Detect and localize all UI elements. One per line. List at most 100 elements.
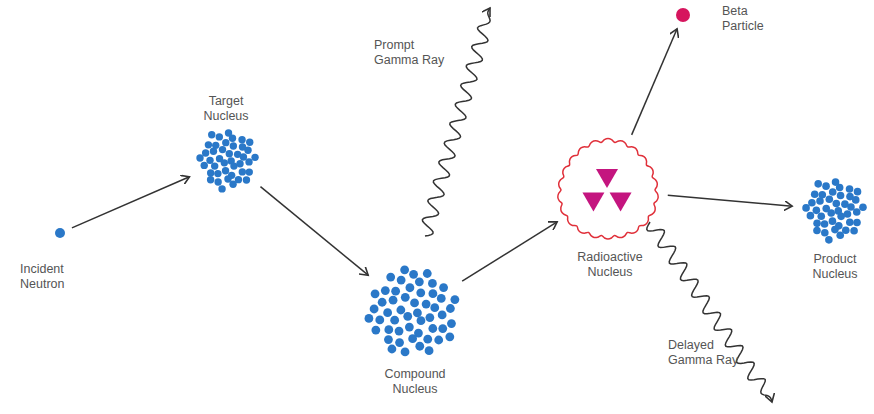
nucleon-dot xyxy=(850,227,858,235)
nucleon-dot xyxy=(852,196,860,204)
nucleon-dot xyxy=(438,311,447,320)
nucleon-dot xyxy=(430,303,439,312)
nucleon-dot xyxy=(246,139,253,146)
nucleon-dot xyxy=(846,218,854,226)
nucleon-dot xyxy=(202,149,209,156)
nucleon-dot xyxy=(207,169,214,176)
nucleon-dot xyxy=(425,313,434,322)
nucleon-dot xyxy=(240,153,247,160)
nucleon-dot xyxy=(384,325,393,334)
node-shape xyxy=(194,126,262,194)
nucleon-dot xyxy=(410,299,419,308)
nucleon-dot xyxy=(446,304,455,313)
neutron-dot: Incident Neutron xyxy=(55,228,65,238)
nucleon-dot xyxy=(401,293,410,302)
particle-dot xyxy=(55,228,65,238)
nucleon-dot xyxy=(381,286,390,295)
nucleon-dot xyxy=(386,273,395,282)
nucleon-dot xyxy=(829,188,837,196)
nucleon-dot xyxy=(859,203,867,211)
nucleon-dot xyxy=(211,162,218,169)
radioactive-nucleus: Radioactive Nucleus xyxy=(556,138,660,242)
nucleon-dot xyxy=(371,289,380,298)
nucleon-dot xyxy=(429,289,438,298)
nucleon-dot xyxy=(836,231,844,239)
node-label: Beta Particle xyxy=(722,4,772,34)
nucleon-dot xyxy=(428,324,437,333)
nucleon-dot xyxy=(813,227,821,235)
nucleon-dot xyxy=(238,136,245,143)
nucleon-dot xyxy=(825,236,833,244)
particle-dot xyxy=(676,8,690,22)
gamma-ray-label: Delayed Gamma Ray xyxy=(668,338,740,368)
nucleon-dot xyxy=(821,229,829,237)
nucleon-dot xyxy=(207,176,214,183)
nucleon-dot xyxy=(817,212,825,220)
gamma-wave xyxy=(422,8,490,236)
nucleon-dot xyxy=(208,131,215,138)
nucleon-dot xyxy=(438,324,447,333)
nucleon-dot xyxy=(226,150,233,157)
node-label: Compound Nucleus xyxy=(375,367,455,397)
nucleon-dot xyxy=(847,203,855,211)
nucleon-dot xyxy=(397,276,406,285)
nucleon-dot xyxy=(832,178,840,186)
nucleon-dot xyxy=(415,277,424,286)
nucleon-dot xyxy=(422,300,431,309)
nucleon-dot xyxy=(814,180,822,188)
nucleon-dot xyxy=(819,191,827,199)
nucleon-dot xyxy=(423,269,432,278)
reaction-arrow xyxy=(260,187,368,276)
nucleon-dot xyxy=(216,155,223,162)
nucleon-dot xyxy=(813,220,821,228)
node-label: Radioactive Nucleus xyxy=(570,250,650,280)
nucleon-dot xyxy=(439,283,448,292)
nucleon-dot xyxy=(214,178,221,185)
nucleon-dot xyxy=(434,336,443,345)
nucleon-dot xyxy=(214,170,221,177)
node-label: Product Nucleus xyxy=(795,252,874,282)
nucleus-cluster: Product Nucleus xyxy=(800,175,870,245)
radiation-blade xyxy=(610,192,632,211)
nucleon-dot xyxy=(807,212,815,220)
nucleon-dot xyxy=(854,188,862,196)
nucleon-dot xyxy=(821,220,829,228)
nucleon-dot xyxy=(447,319,456,328)
nucleon-dot xyxy=(391,287,400,296)
nucleon-dot xyxy=(822,182,830,190)
nucleon-dot xyxy=(844,210,852,218)
nucleon-dot xyxy=(837,192,845,200)
nucleon-dot xyxy=(437,294,446,303)
nucleus-cluster: Target Nucleus xyxy=(194,126,262,194)
nucleon-dot xyxy=(415,342,424,351)
node-shape xyxy=(363,262,463,362)
nucleon-dot xyxy=(218,185,225,192)
nucleon-dot xyxy=(389,296,398,305)
nucleon-dot xyxy=(409,270,418,279)
nucleon-dot xyxy=(370,305,379,314)
nucleon-dot xyxy=(225,129,232,136)
reaction-arrow xyxy=(668,195,792,206)
gamma-ray-label: Prompt Gamma Ray xyxy=(374,38,446,68)
nucleon-dot xyxy=(201,162,208,169)
nucleon-dot xyxy=(216,133,223,140)
nucleon-dot xyxy=(813,207,821,215)
nucleon-dot xyxy=(206,157,213,164)
nucleon-dot xyxy=(375,316,384,325)
nucleon-dot xyxy=(401,348,410,357)
nucleon-dot xyxy=(417,316,426,325)
nucleon-dot xyxy=(244,147,251,154)
nucleon-dot xyxy=(413,309,422,318)
nucleon-dot xyxy=(395,327,404,336)
node-shape xyxy=(55,228,65,238)
nucleon-dot xyxy=(400,265,409,274)
radiation-blade xyxy=(596,169,618,188)
nucleon-dot xyxy=(826,195,834,203)
nucleon-dot xyxy=(390,316,399,325)
reaction-arrow xyxy=(72,177,190,228)
nucleon-dot xyxy=(383,308,392,317)
nucleon-dot xyxy=(219,146,226,153)
nucleon-dot xyxy=(251,154,258,161)
node-shape xyxy=(676,8,690,22)
nucleon-dot xyxy=(405,323,414,332)
